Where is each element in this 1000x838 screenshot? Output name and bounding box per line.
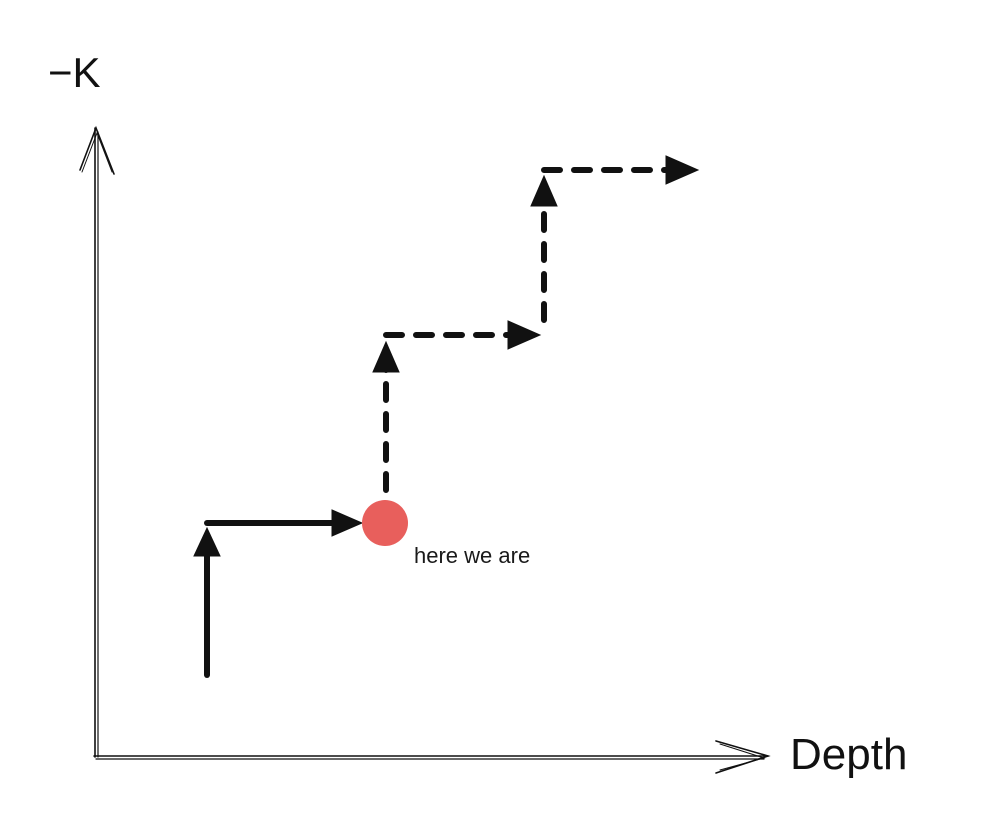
x-axis: [93, 740, 771, 774]
arrowhead-up-icon: [372, 340, 400, 373]
arrowhead-up-icon: [530, 174, 558, 207]
completed-path: [193, 509, 364, 678]
arrowhead-right-icon: [331, 509, 364, 537]
y-axis: [79, 125, 115, 758]
arrowhead-right-icon: [665, 155, 700, 185]
x-axis-arrowhead-icon: [715, 740, 771, 774]
x-axis-label: Depth: [790, 730, 908, 779]
current-position-marker: [362, 500, 408, 546]
arrowhead-right-icon: [507, 320, 542, 350]
marker-label: here we are: [414, 543, 531, 568]
arrowhead-up-icon: [193, 526, 221, 557]
future-path: [372, 155, 700, 493]
y-axis-arrowhead-icon: [79, 125, 115, 175]
y-axis-label: −K: [48, 49, 101, 96]
